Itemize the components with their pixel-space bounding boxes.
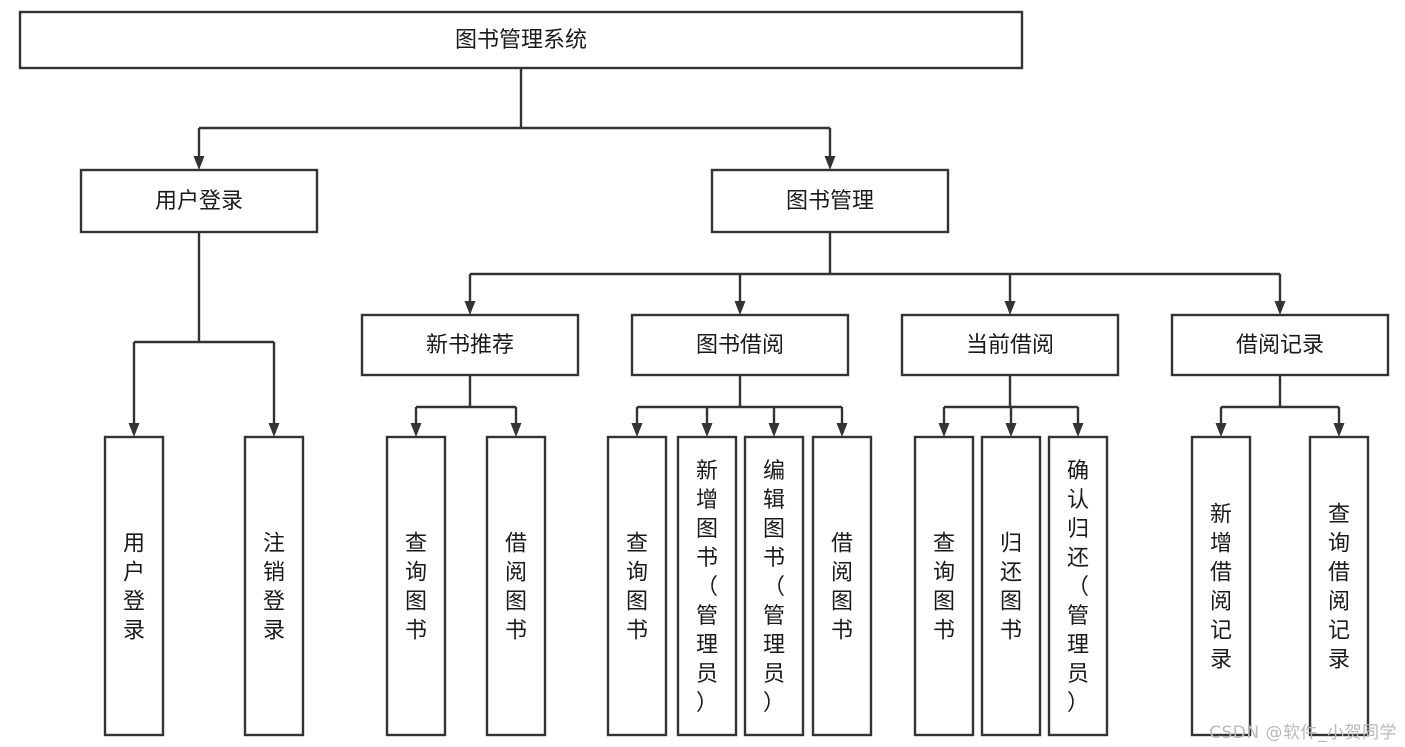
nodes-layer: 图书管理系统用户登录图书管理新书推荐图书借阅当前借阅借阅记录用户登录注销登录查询… (18, 10, 1390, 737)
edge-group-book-manage (464, 232, 1286, 315)
node-box-book-borrow (630, 313, 850, 377)
node-leaf-borrow-book-2[interactable]: 借阅图书 (811, 435, 873, 737)
edge-arrowhead (268, 423, 280, 437)
edge-arrowhead (1072, 423, 1084, 437)
node-label-leaf-query-record: 查询借阅记录 (1328, 503, 1350, 673)
node-borrow-record[interactable]: 借阅记录 (1170, 313, 1390, 377)
edge-group-user-login (128, 232, 280, 437)
edge-arrowhead (510, 423, 522, 437)
edge-arrowhead (631, 423, 643, 437)
node-book-manage[interactable]: 图书管理 (710, 168, 950, 234)
edge-group-current-borrow (938, 375, 1084, 437)
node-label-leaf-query-book-2: 查询图书 (626, 532, 648, 644)
edges-layer (128, 68, 1345, 437)
node-box-leaf-user-login (103, 435, 165, 737)
edge-arrowhead (410, 423, 422, 437)
node-user-login[interactable]: 用户登录 (79, 168, 319, 234)
node-leaf-edit-book[interactable]: 编辑图书（管理员） (743, 435, 805, 737)
node-label-borrow-record: 借阅记录 (1236, 333, 1324, 358)
edge-arrowhead (193, 156, 205, 170)
node-label-leaf-confirm-return: 确认归还（管理员） (1067, 459, 1089, 716)
node-leaf-confirm-return[interactable]: 确认归还（管理员） (1047, 435, 1109, 737)
node-leaf-user-login[interactable]: 用户登录 (103, 435, 165, 737)
node-leaf-borrow-book-1[interactable]: 借阅图书 (485, 435, 547, 737)
node-box-current-borrow (900, 313, 1120, 377)
edge-arrowhead (1333, 423, 1345, 437)
node-label-leaf-add-book: 新增图书（管理员） (696, 459, 718, 716)
node-label-root: 图书管理系统 (455, 28, 587, 53)
edge-arrowhead (1215, 423, 1227, 437)
edge-arrowhead (734, 301, 746, 315)
node-box-root (18, 10, 1024, 70)
node-book-borrow[interactable]: 图书借阅 (630, 313, 850, 377)
node-box-leaf-borrow-book-2 (811, 435, 873, 737)
node-label-leaf-user-login: 用户登录 (123, 532, 145, 644)
node-label-current-borrow: 当前借阅 (966, 333, 1054, 358)
node-leaf-query-book-3[interactable]: 查询图书 (913, 435, 975, 737)
node-label-leaf-user-logout: 注销登录 (263, 532, 285, 644)
node-box-book-manage (710, 168, 950, 234)
node-label-book-manage: 图书管理 (786, 189, 874, 214)
node-leaf-return-book[interactable]: 归还图书 (980, 435, 1042, 737)
node-root[interactable]: 图书管理系统 (18, 10, 1024, 70)
edge-arrowhead (1005, 423, 1017, 437)
node-label-leaf-edit-book: 编辑图书（管理员） (763, 459, 785, 716)
node-leaf-query-record[interactable]: 查询借阅记录 (1308, 435, 1370, 737)
node-label-leaf-borrow-book-2: 借阅图书 (831, 532, 853, 644)
node-box-user-login (79, 168, 319, 234)
node-box-leaf-confirm-return (1047, 435, 1109, 737)
node-label-user-login: 用户登录 (155, 189, 243, 214)
node-label-new-book-rec: 新书推荐 (426, 333, 514, 358)
node-box-leaf-user-logout (243, 435, 305, 737)
node-box-leaf-borrow-book-1 (485, 435, 547, 737)
edge-arrowhead (768, 423, 780, 437)
edge-arrowhead (128, 423, 140, 437)
edge-arrowhead (1274, 301, 1286, 315)
node-box-borrow-record (1170, 313, 1390, 377)
node-box-new-book-rec (360, 313, 580, 377)
node-box-leaf-query-book-1 (385, 435, 447, 737)
node-leaf-add-record[interactable]: 新增借阅记录 (1190, 435, 1252, 737)
edge-arrowhead (824, 156, 836, 170)
node-label-leaf-add-record: 新增借阅记录 (1210, 503, 1232, 673)
node-new-book-rec[interactable]: 新书推荐 (360, 313, 580, 377)
node-label-book-borrow: 图书借阅 (696, 333, 784, 358)
node-box-leaf-edit-book (743, 435, 805, 737)
edge-group-root (193, 68, 836, 170)
node-box-leaf-query-book-3 (913, 435, 975, 737)
node-label-leaf-query-book-1: 查询图书 (405, 532, 427, 644)
node-current-borrow[interactable]: 当前借阅 (900, 313, 1120, 377)
node-leaf-add-book[interactable]: 新增图书（管理员） (676, 435, 738, 737)
edge-group-borrow-record (1215, 375, 1345, 437)
node-label-leaf-query-book-3: 查询图书 (933, 532, 955, 644)
edge-arrowhead (464, 301, 476, 315)
edge-arrowhead (1004, 301, 1016, 315)
node-box-leaf-query-record (1308, 435, 1370, 737)
node-label-leaf-borrow-book-1: 借阅图书 (505, 532, 527, 644)
node-leaf-user-logout[interactable]: 注销登录 (243, 435, 305, 737)
node-leaf-query-book-1[interactable]: 查询图书 (385, 435, 447, 737)
node-leaf-query-book-2[interactable]: 查询图书 (606, 435, 668, 737)
node-box-leaf-add-book (676, 435, 738, 737)
node-box-leaf-query-book-2 (606, 435, 668, 737)
edge-arrowhead (938, 423, 950, 437)
node-label-leaf-return-book: 归还图书 (1000, 532, 1022, 644)
edge-arrowhead (701, 423, 713, 437)
node-box-leaf-add-record (1190, 435, 1252, 737)
edge-group-new-book-rec (410, 375, 522, 437)
edge-group-book-borrow (631, 375, 848, 437)
node-box-leaf-return-book (980, 435, 1042, 737)
edge-arrowhead (836, 423, 848, 437)
